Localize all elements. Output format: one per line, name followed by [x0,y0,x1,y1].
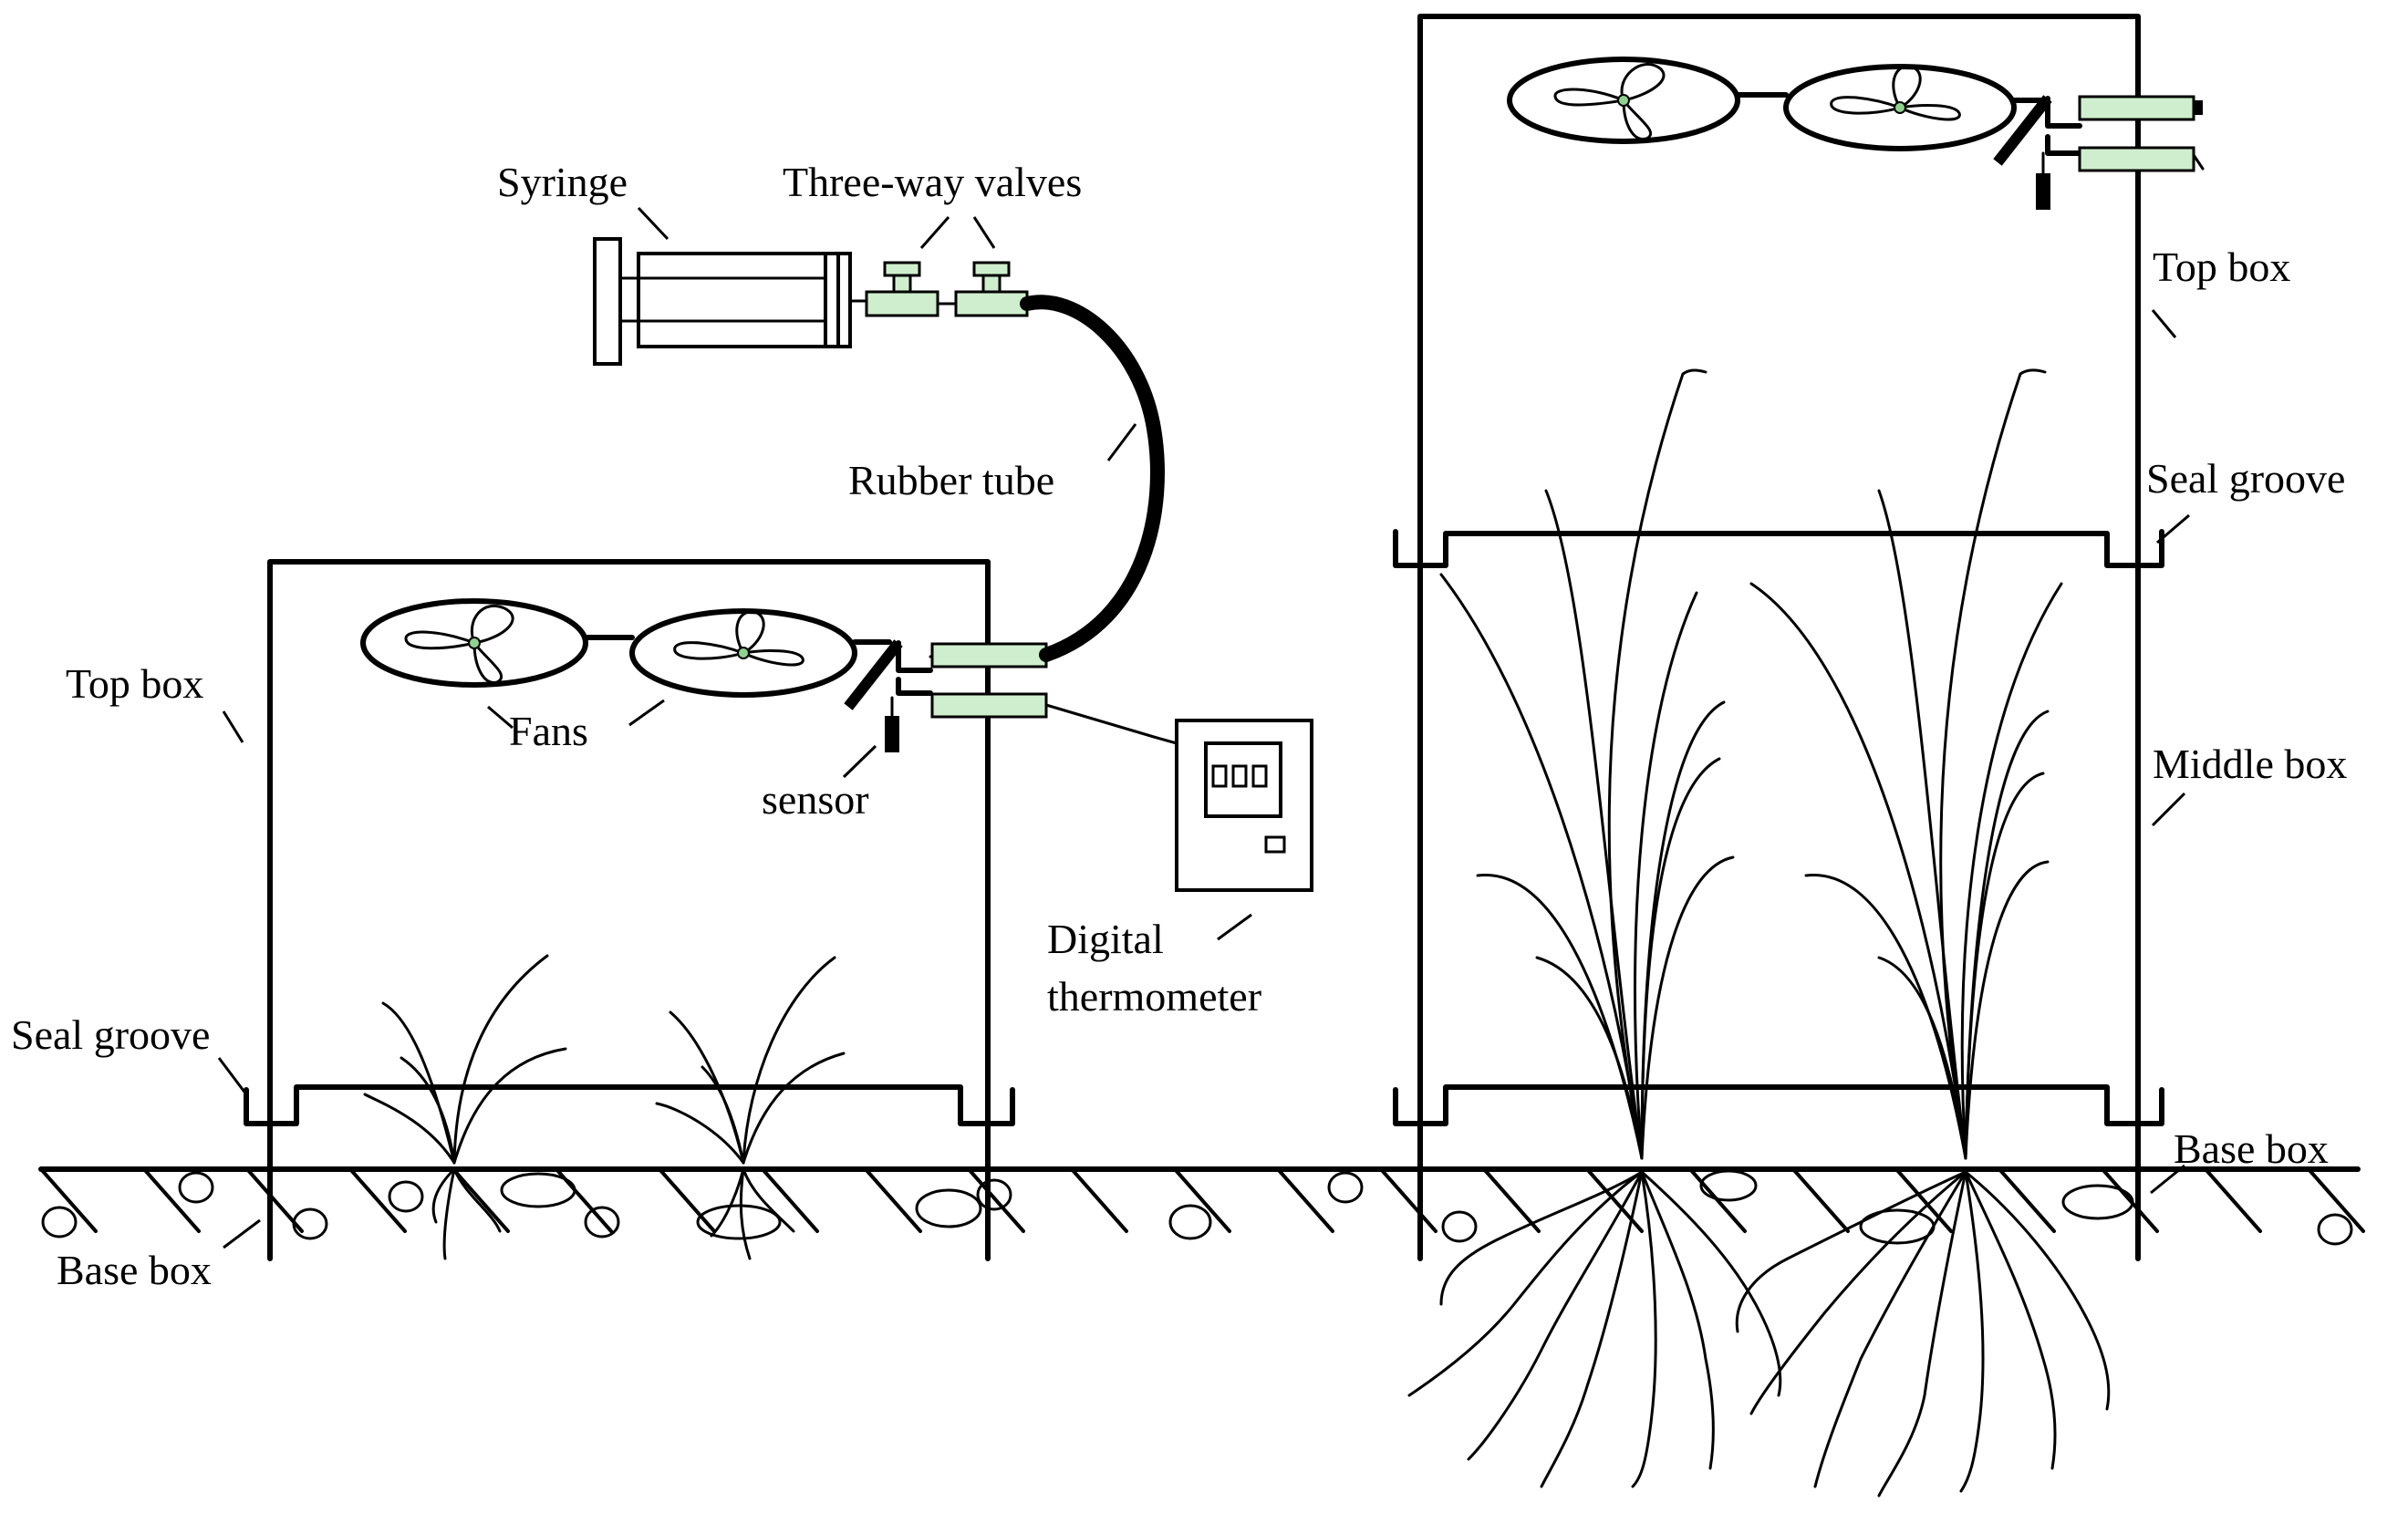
soil-pebble [1168,1204,1212,1240]
ground-hatch [1585,1167,1644,1233]
fan-icon [629,608,857,698]
ground-hatch [2307,1167,2365,1233]
three-way-valve-icon [865,261,939,317]
ground-hatch [658,1167,716,1233]
left-base-box-label: Base box [57,1247,212,1293]
right-top-box [1417,14,2141,573]
right-roots [1407,1170,2111,1497]
thermometer-icon [1175,719,1313,892]
three-way-valve-icon [954,261,1029,317]
plant-icon [363,954,567,1165]
soil-pebble [2061,1184,2134,1220]
ground-hatch [1791,1167,1850,1233]
sensor-label: sensor [762,776,869,823]
ground-hatch [1998,1167,2056,1233]
left-chamber [244,559,1048,1261]
soil-pebble [178,1171,214,1204]
soil-pebble [1441,1210,1478,1243]
rubber-tube-label: Rubber tube [848,457,1054,503]
plant-icon [1749,368,2063,1160]
ground-hatch [348,1167,407,1233]
syringe-icon [593,237,868,366]
labels: Syringe Three-way valves Rubber tube Top… [11,159,2347,1293]
left-top-box-label: Top box [66,660,203,707]
thermometer-label: thermometer [1047,973,1261,1020]
right-base-rim [1393,1084,2164,1126]
ground-hatch [2204,1167,2262,1233]
sensor-port [930,692,1048,719]
soil-pebble [1859,1208,1936,1245]
left-seal-groove [244,1084,1015,1126]
soil-pebble [292,1207,328,1240]
digital-label: Digital [1047,916,1164,962]
three-way-valves-label: Three-way valves [783,159,1082,205]
inlet-valve [2078,95,2195,121]
sensor-icon [844,639,933,752]
plant-icon [1439,368,1735,1160]
fans-label: Fans [509,708,588,754]
fan-icon [1783,64,2017,151]
sensor-icon [1993,95,2082,210]
right-seal-groove [1393,529,2164,568]
right-middle-box-label: Middle box [2153,741,2347,787]
soil-pebble [2317,1213,2353,1246]
ground-hatch [1276,1167,1334,1233]
ground-hatch [39,1167,98,1233]
right-chamber [1393,14,2205,1497]
right-seal-groove-label: Seal groove [2146,455,2345,502]
inlet-valve [930,642,1048,668]
right-base-box-label: Base box [2174,1125,2329,1172]
left-seal-groove-label: Seal groove [11,1011,210,1058]
ground-hatch [1894,1167,1953,1233]
soil-pebble [584,1206,620,1238]
fan-icon [360,598,588,688]
ground-hatch [1379,1167,1438,1233]
ground-hatch [1070,1167,1128,1233]
fan-icon [1507,57,1740,144]
syringe-label: Syringe [497,159,628,205]
left-top-box [267,559,991,1261]
soil-pebble [41,1206,78,1238]
soil-pebble [976,1178,1012,1211]
rubber-tube [1020,295,1165,662]
right-top-box-label: Top box [2153,244,2290,290]
ground-hatch [2101,1167,2159,1233]
soil-pebble [388,1180,424,1213]
ground-hatch [864,1167,922,1233]
sensor-port [2078,146,2195,172]
ground [38,1166,2365,1246]
ground-hatch [1482,1167,1541,1233]
ground-hatch [1173,1167,1231,1233]
ground-hatch [761,1167,819,1233]
soil-pebble [915,1188,982,1228]
ground-hatch [967,1167,1025,1233]
sensor-cable [1044,703,1178,745]
plant-icon [655,956,846,1165]
ground-hatch [142,1167,201,1233]
soil-pebble [1327,1171,1364,1204]
left-roots [431,1167,795,1260]
soil-pebble [1699,1169,1758,1202]
ground-hatch [452,1167,510,1233]
